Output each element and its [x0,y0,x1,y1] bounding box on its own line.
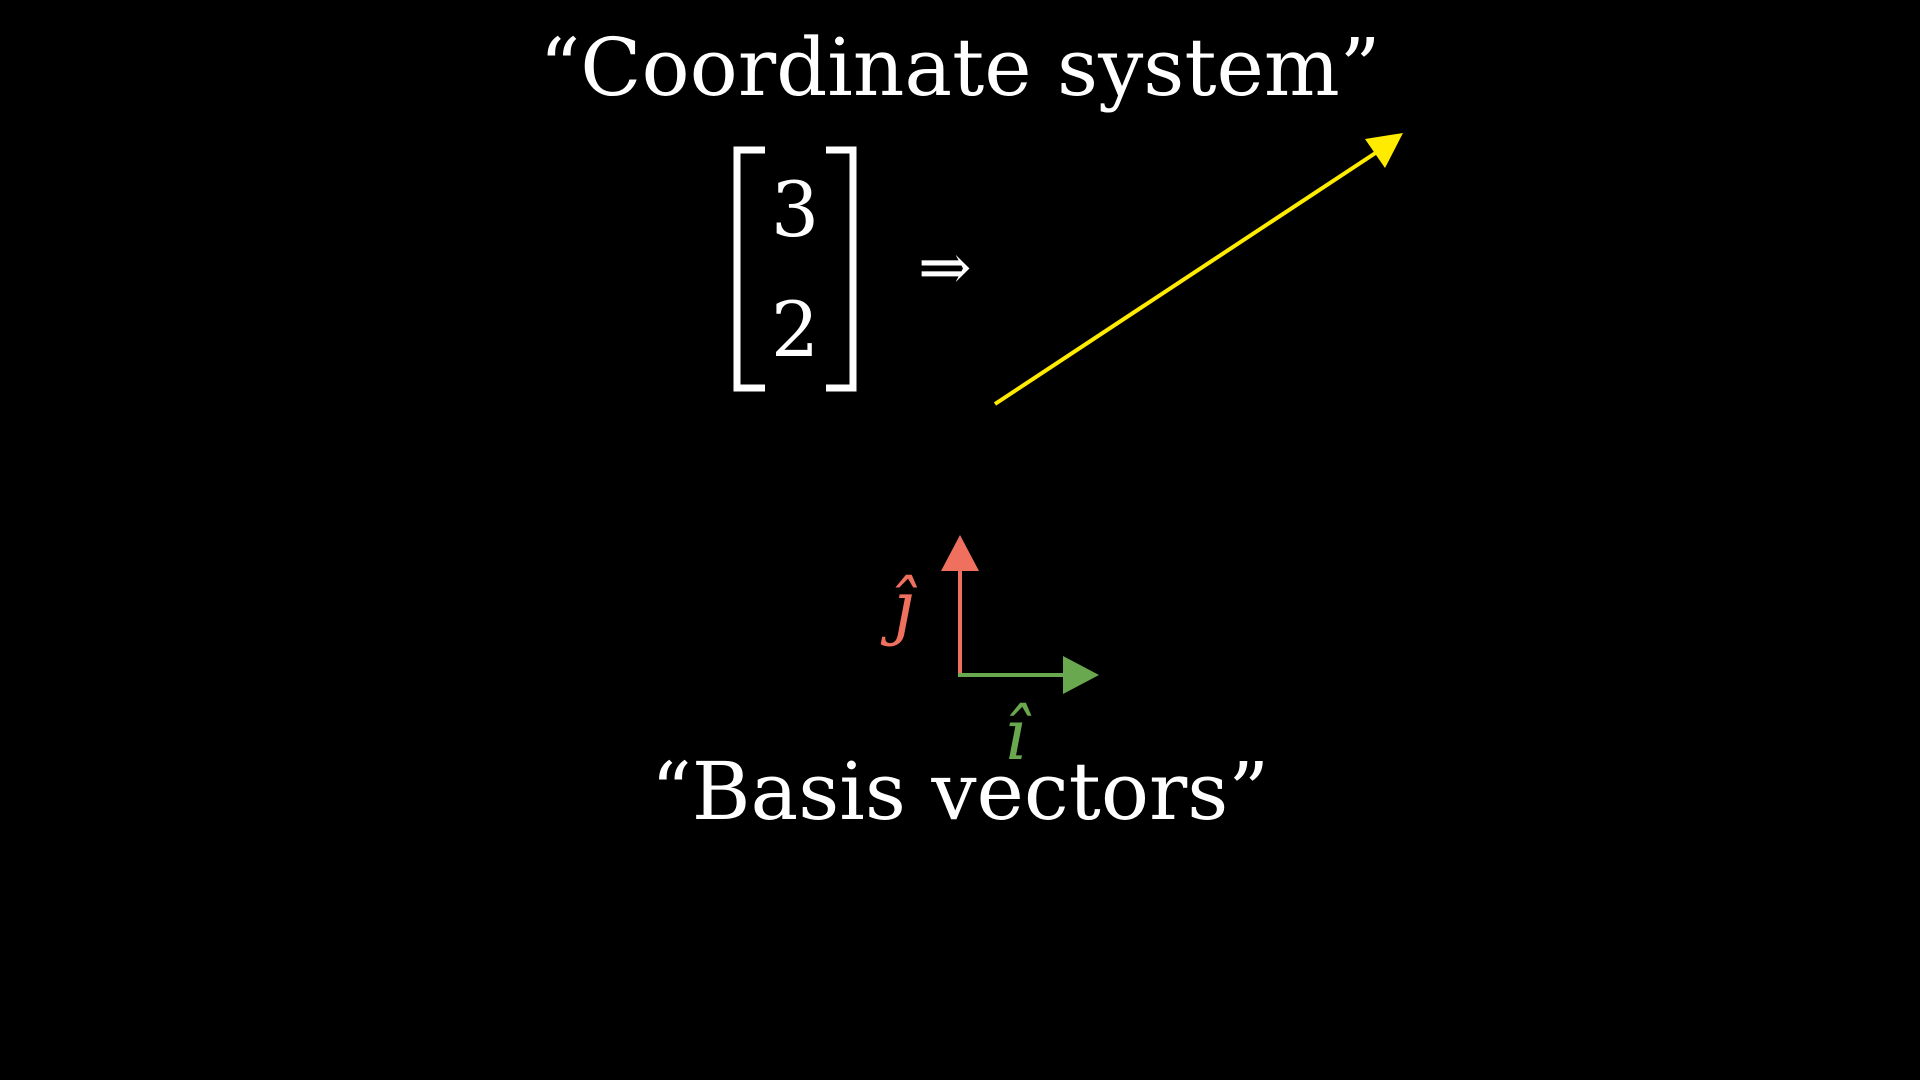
vector-arrow-head [1365,133,1403,168]
vector-x-component: 3 [770,165,820,254]
matrix-right-bracket [826,146,857,392]
j-hat-label: ĵ [892,566,914,648]
i-hat-label: î [1004,694,1027,776]
vector-arrow-shaft [993,146,1385,406]
vector-y-component: 2 [770,285,820,374]
implies-symbol: ⇒ [918,231,972,305]
j-hat-arrow-head [941,535,979,571]
i-hat-arrow-head [1063,656,1099,694]
basis-vectors-title: “Basis vectors” [650,745,1270,838]
coordinate-system-title: “Coordinate system” [539,21,1381,114]
matrix-left-bracket [733,146,765,392]
